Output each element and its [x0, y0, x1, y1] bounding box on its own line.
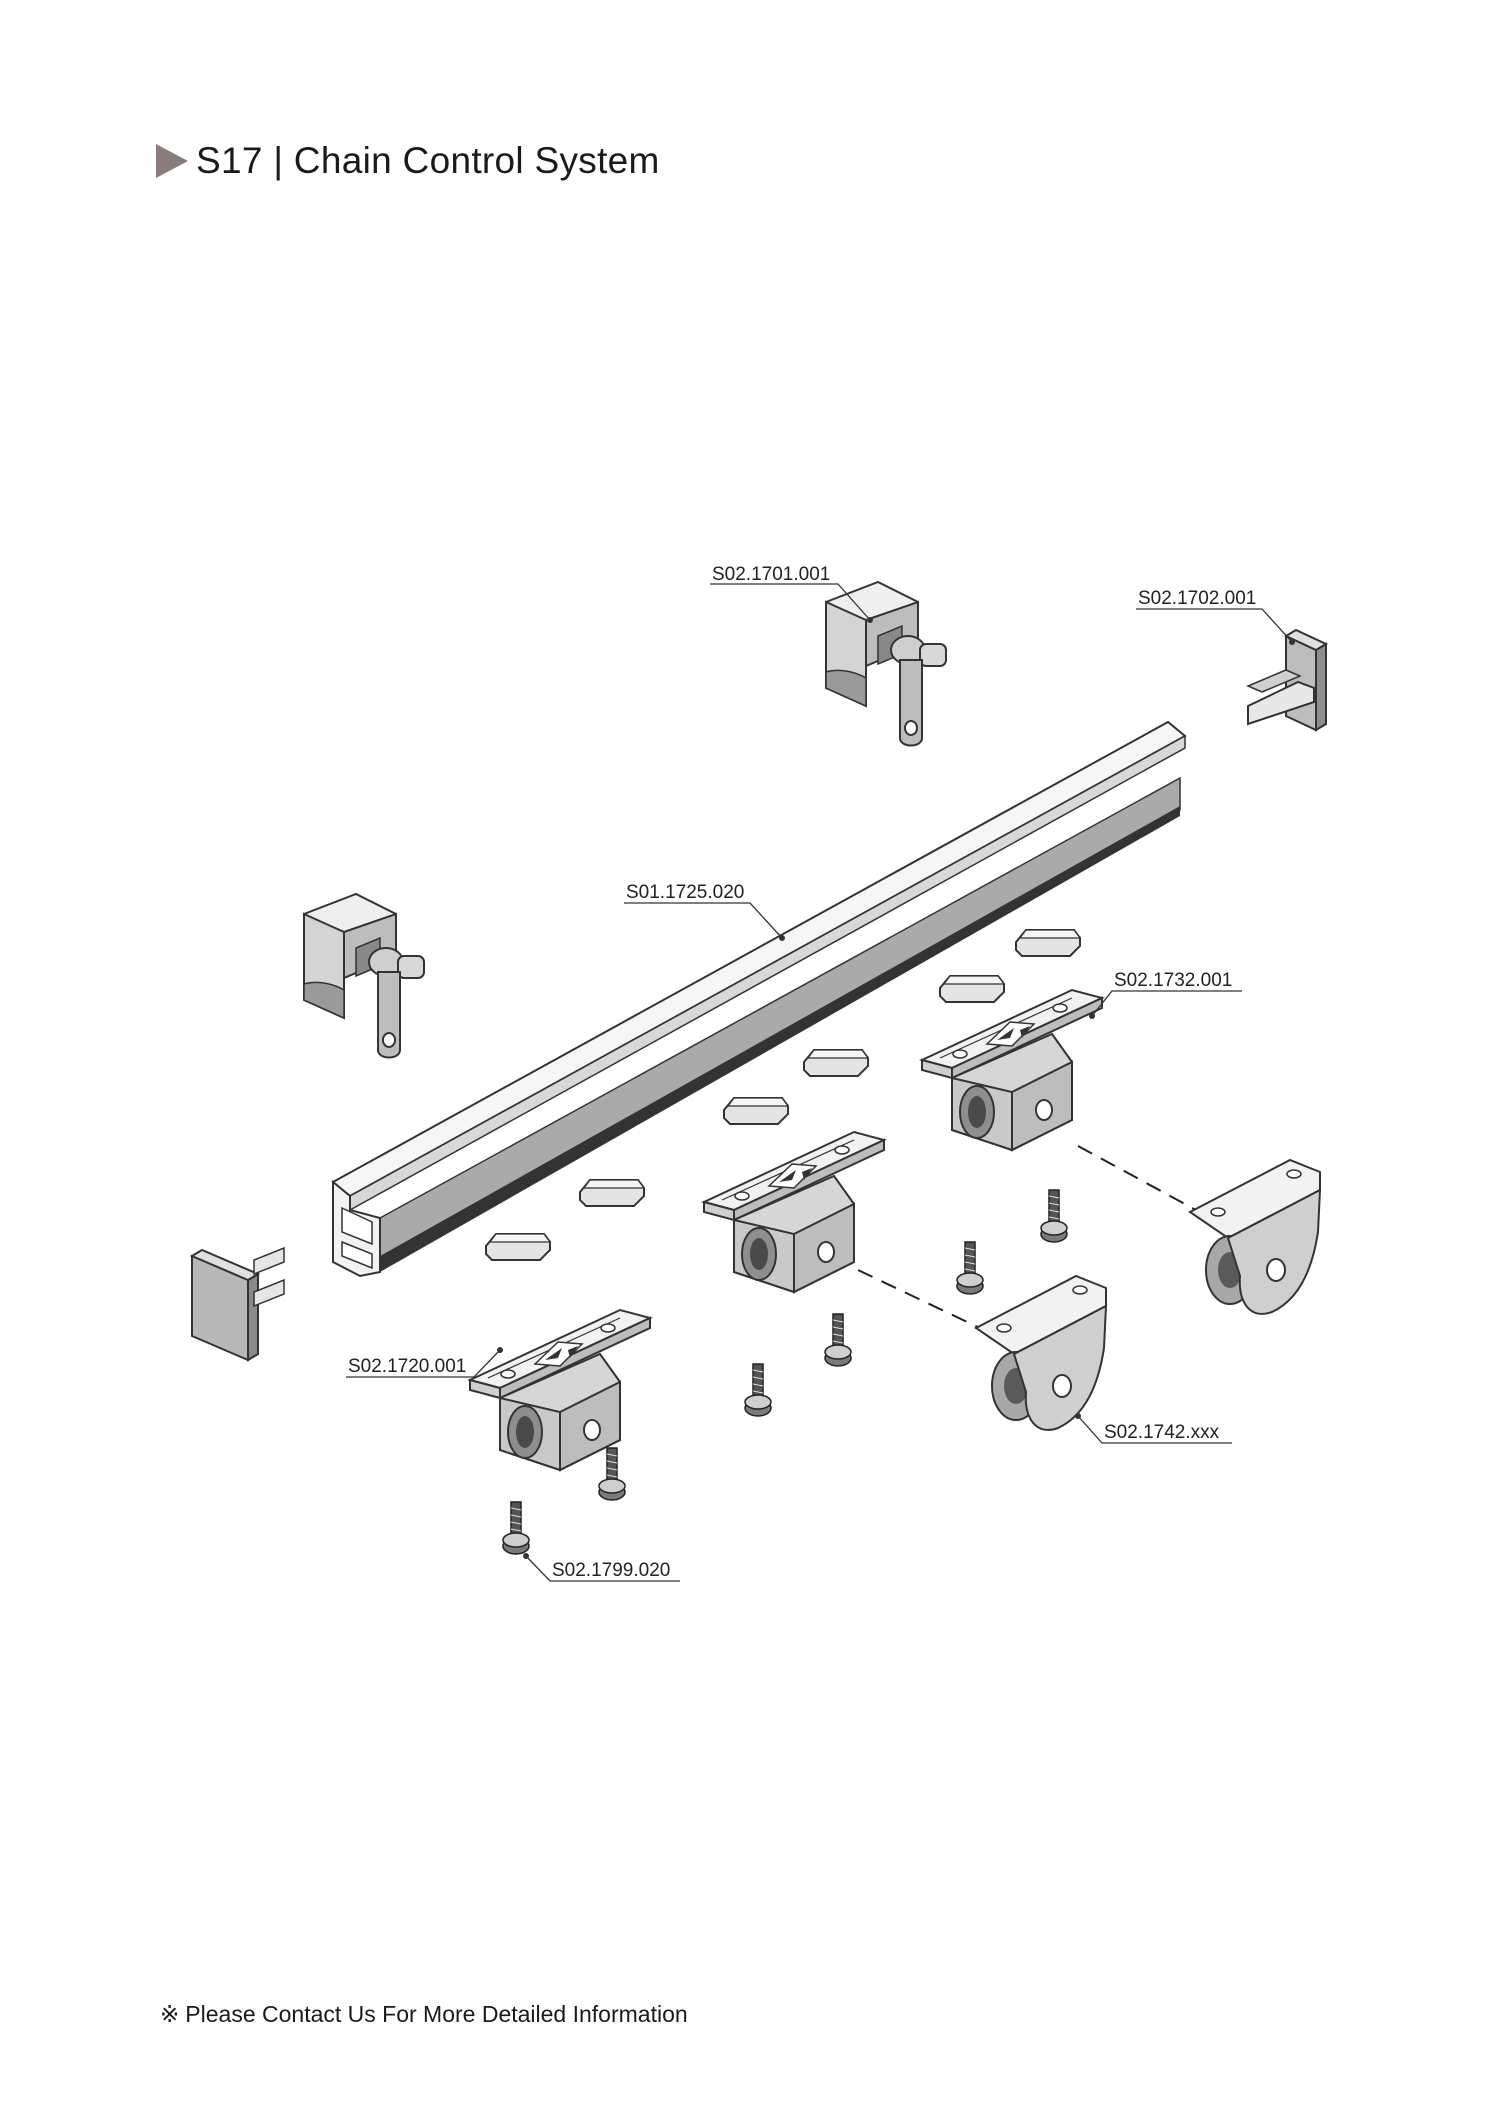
wheel-bracket-rear — [1189, 1159, 1321, 1315]
callout-end-cap-top: S02.1701.001 — [710, 564, 873, 623]
play-arrow-icon — [156, 144, 188, 178]
end-cap-left — [303, 893, 425, 1059]
screw — [824, 1313, 852, 1367]
end-plug-left — [189, 1246, 285, 1362]
screw — [1040, 1189, 1068, 1243]
callout-end-plug: S02.1702.001 — [1136, 588, 1295, 645]
runner-front — [469, 1309, 651, 1471]
callout-label: S01.1725.020 — [626, 882, 744, 903]
callout-label: S02.1720.001 — [348, 1356, 466, 1377]
callout-label: S02.1799.020 — [552, 1560, 670, 1581]
t-nut — [723, 1097, 789, 1125]
screw — [502, 1501, 530, 1555]
carrier-middle — [703, 1131, 885, 1293]
screw — [744, 1363, 772, 1417]
page-title: S17 | Chain Control System — [196, 140, 660, 181]
callout-label: S02.1701.001 — [712, 564, 830, 585]
wheel-bracket-front — [975, 1275, 1107, 1431]
callout-rail: S01.1725.020 — [624, 882, 785, 941]
t-nut — [1015, 929, 1081, 957]
end-plug-right — [1246, 629, 1327, 731]
callout-label: S02.1732.001 — [1114, 970, 1232, 991]
carrier-rear — [921, 989, 1103, 1151]
footer-text: Please Contact Us For More Detailed Info… — [185, 2001, 688, 2027]
t-nut — [579, 1179, 645, 1207]
t-nut — [485, 1233, 551, 1261]
callout-label: S02.1702.001 — [1138, 588, 1256, 609]
aluminum-rail — [331, 720, 1187, 1278]
screw — [956, 1241, 984, 1295]
end-cap-top — [825, 581, 947, 747]
callout-label: S02.1742.xxx — [1104, 1422, 1220, 1443]
callout-carrier: S02.1732.001 — [1089, 970, 1242, 1019]
footer-note: ※Please Contact Us For More Detailed Inf… — [160, 2001, 688, 2028]
callout-bracket: S02.1742.xxx — [1075, 1413, 1232, 1444]
callout-runner: S02.1720.001 — [346, 1347, 503, 1378]
screw — [598, 1447, 626, 1501]
t-nut — [803, 1049, 869, 1077]
t-nut — [939, 975, 1005, 1003]
reference-mark: ※ — [160, 2001, 180, 2027]
callout-screw: S02.1799.020 — [523, 1553, 680, 1582]
page-header: S17 | Chain Control System — [156, 140, 660, 182]
